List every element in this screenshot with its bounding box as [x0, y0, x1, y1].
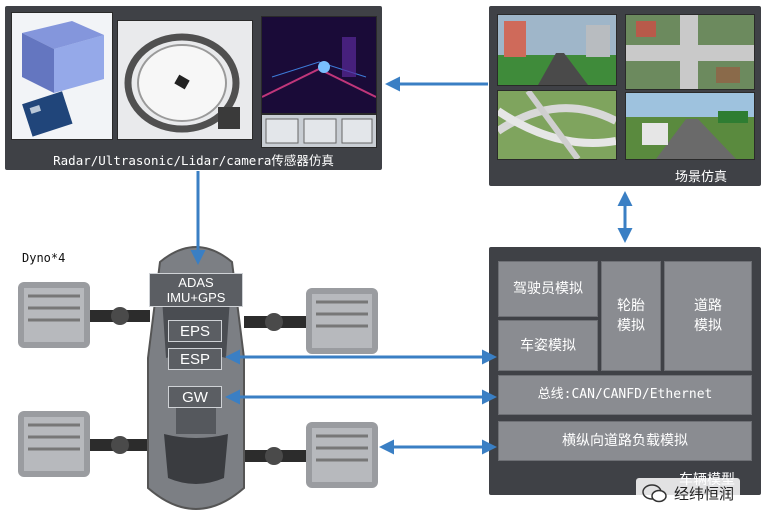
road-line2: 模拟: [694, 318, 722, 334]
watermark: 经纬恒润: [636, 478, 741, 508]
tire-line1: 轮胎: [617, 298, 645, 314]
dyno-front-right: [244, 282, 384, 362]
wechat-icon: [642, 484, 667, 503]
radar-hardware-image: [11, 12, 113, 140]
imu-gps-label: IMU+GPS: [166, 290, 226, 305]
dyno-front-left: [12, 276, 152, 356]
esp-box: ESP: [168, 348, 222, 370]
gw-box: GW: [168, 386, 222, 408]
tire-simulation-box: 轮胎 模拟: [601, 261, 661, 371]
sensor-panel-label: Radar/Ultrasonic/Lidar/camera传感器仿真: [53, 153, 334, 168]
adas-imu-label-box: ADAS IMU+GPS: [149, 273, 243, 307]
scene-panel-label: 场景仿真: [675, 170, 728, 185]
dyno-rear-right: [244, 416, 384, 496]
scene-simulation-panel: 场景仿真: [489, 6, 761, 186]
scene-highway-bus-image: [625, 92, 755, 160]
scene-interchange-image: [497, 90, 617, 160]
lidar-pointcloud-image: [261, 16, 377, 114]
watermark-text: 经纬恒润: [674, 484, 735, 503]
camera-hardware-image: [261, 114, 377, 148]
road-simulation-box: 道路 模拟: [664, 261, 752, 371]
scene-intersection-image: [625, 14, 755, 90]
bus-box: 总线:CAN/CANFD/Ethernet: [498, 375, 752, 415]
posture-simulation-box: 车姿模拟: [498, 320, 598, 371]
dyno-rear-left: [12, 405, 152, 485]
dyno-label: Dyno*4: [22, 251, 66, 265]
adas-label: ADAS: [178, 275, 214, 290]
road-line1: 道路: [694, 298, 722, 314]
tire-line2: 模拟: [617, 318, 645, 334]
ultrasonic-ring-image: [117, 20, 253, 140]
sensor-simulation-panel: Radar/Ultrasonic/Lidar/camera传感器仿真: [5, 6, 382, 170]
scene-city-street-image: [497, 14, 617, 86]
road-load-simulation-box: 横纵向道路负载模拟: [498, 421, 752, 461]
eps-box: EPS: [168, 320, 222, 342]
driver-simulation-box: 驾驶员模拟: [498, 261, 598, 317]
